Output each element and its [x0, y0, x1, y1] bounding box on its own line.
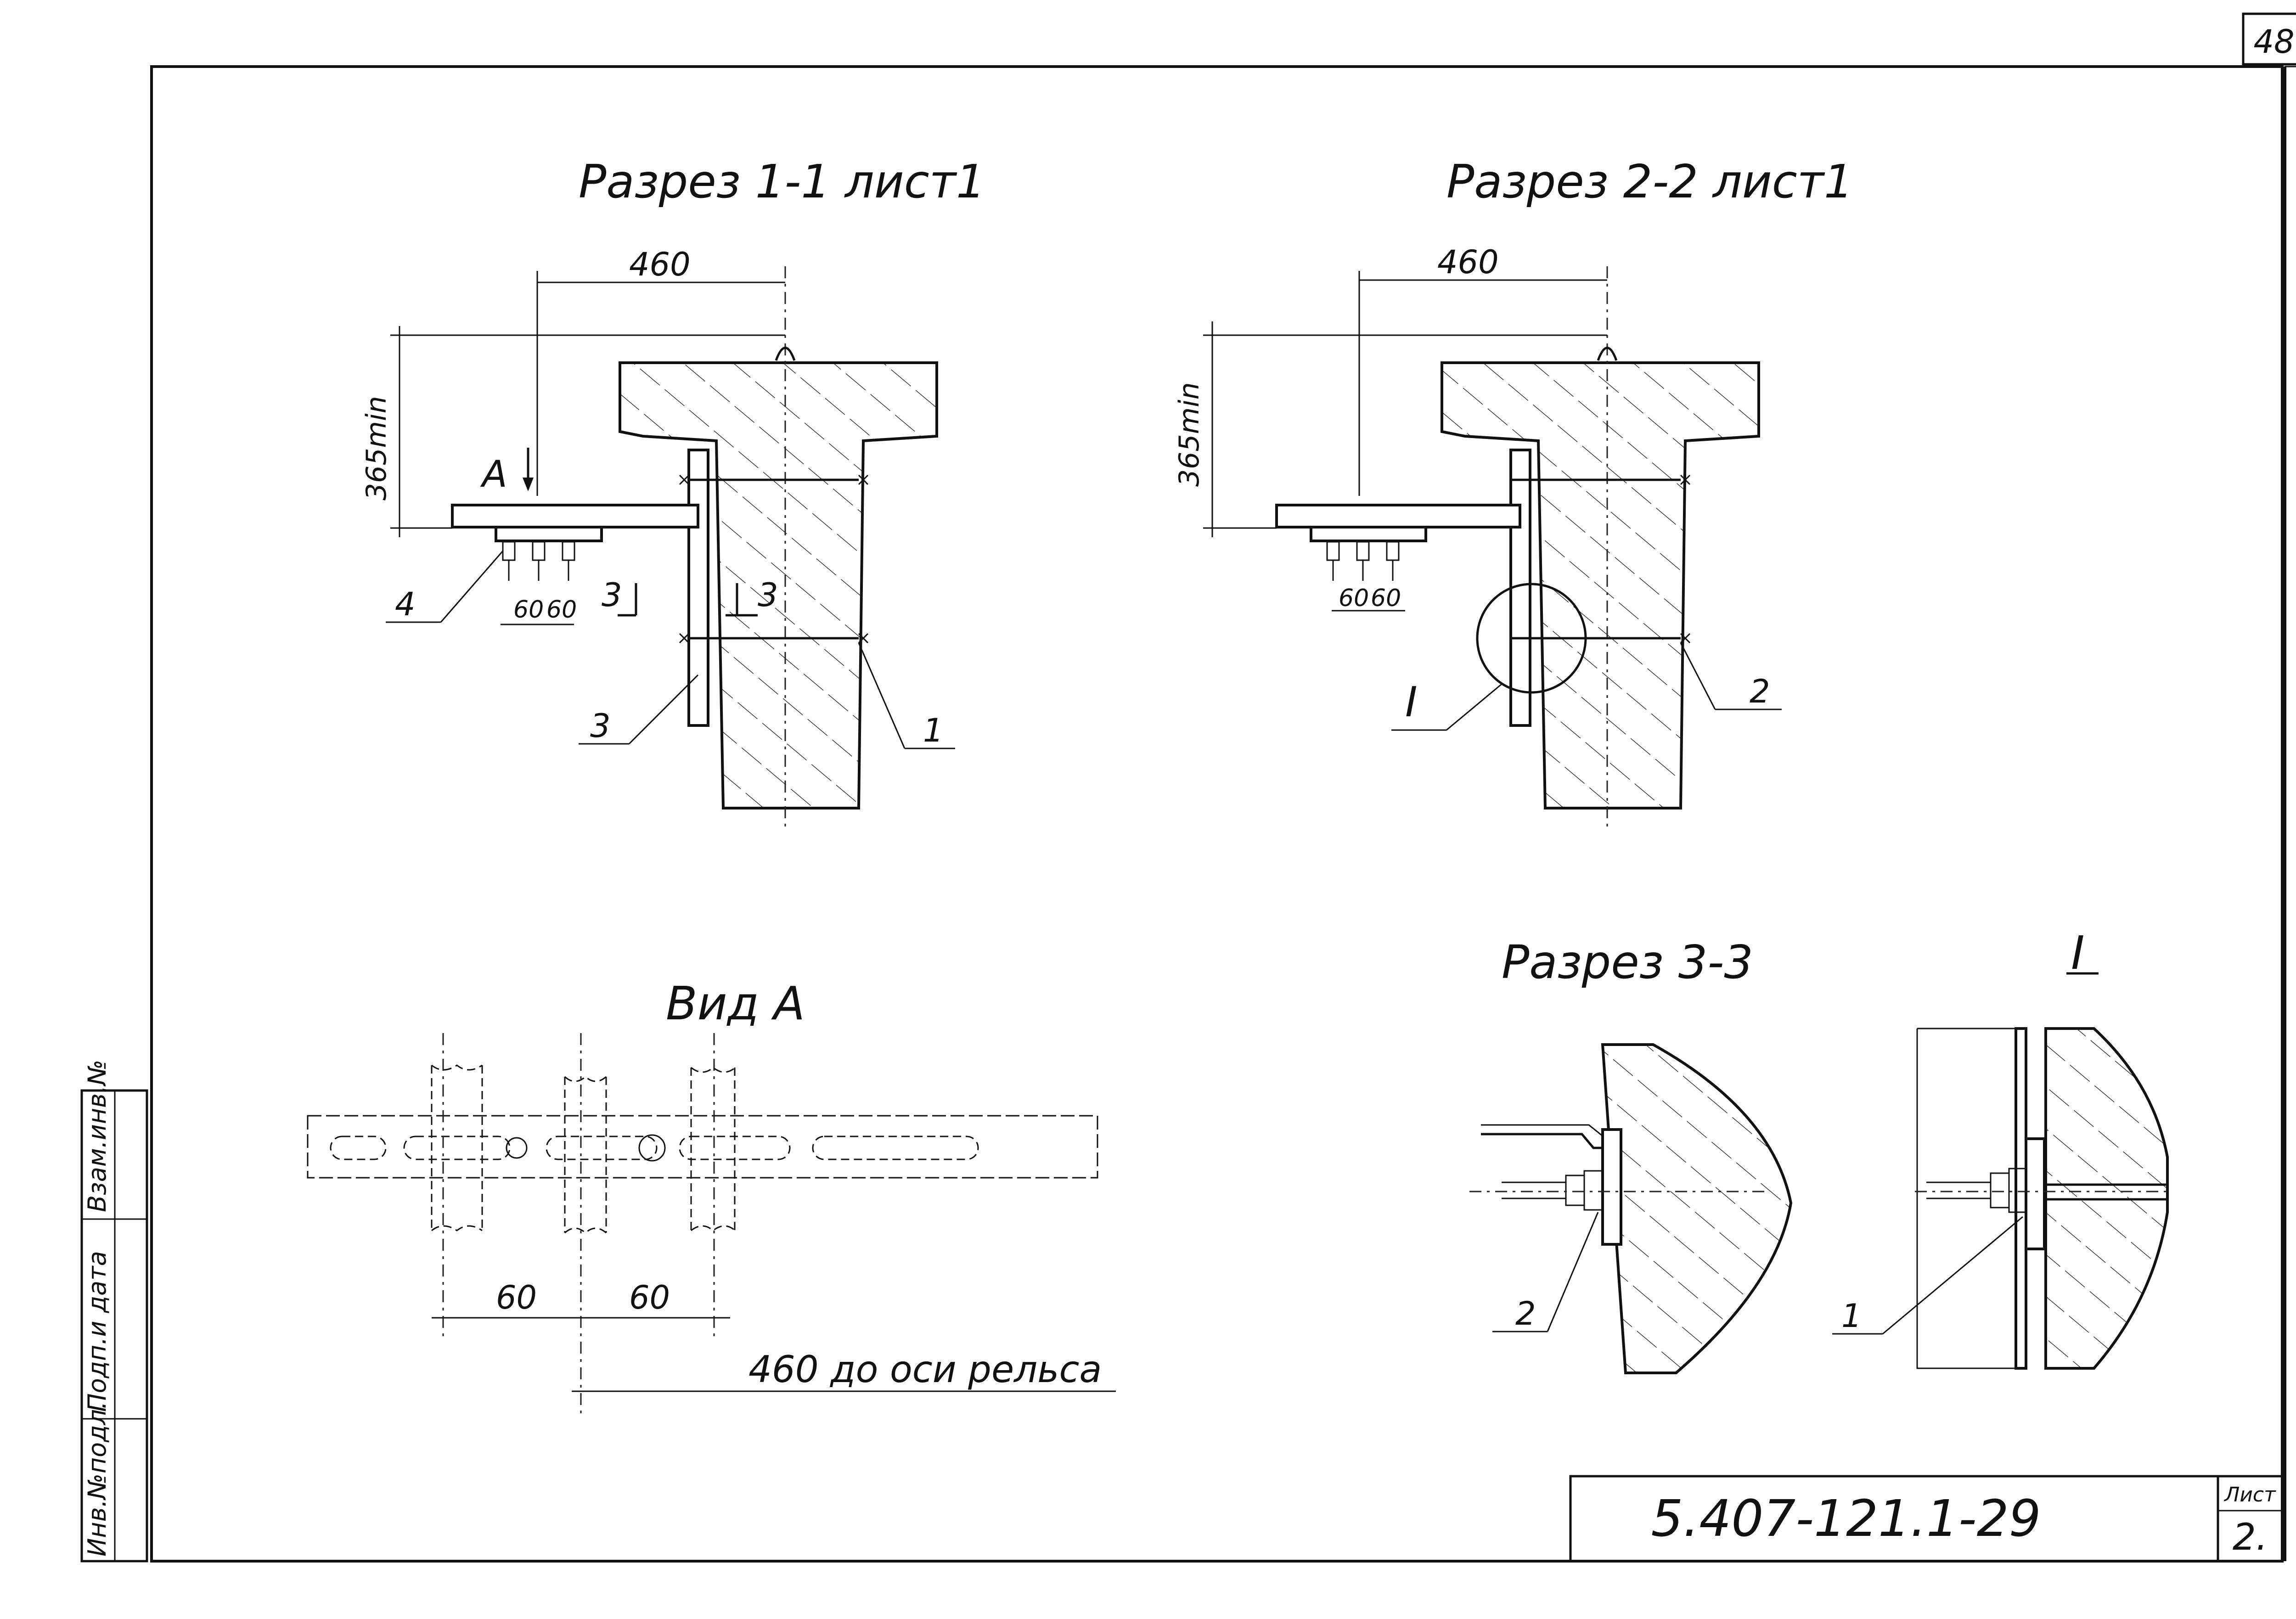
s2-dim-460: 460 — [1437, 243, 1499, 281]
detail-pos-1: 1 — [1841, 1297, 1862, 1335]
title-block: 5.407-121.1-29 Лист 2. — [1569, 1475, 2284, 1563]
side-stamp-inventory: Инв.№подл. — [83, 1401, 112, 1557]
va-dim-60b: 60 — [629, 1279, 670, 1316]
sheet-number: 48 — [2253, 23, 2294, 61]
s1-pos-4: 4 — [395, 585, 416, 623]
s2-dim-365: 365min — [1173, 382, 1205, 487]
rail-2-2 — [1597, 347, 1618, 361]
s1-dim-365: 365min — [360, 396, 393, 500]
view-a-title: Вид А — [666, 977, 805, 1030]
s1-cut-right: 3 — [758, 576, 778, 614]
detail-i: I 1 — [1832, 926, 2169, 1370]
s2-pos-2: 2 — [1750, 673, 1770, 710]
side-stamp-replaced: Взам.инв.№ — [83, 1060, 112, 1212]
s3-pos-2: 2 — [1515, 1295, 1536, 1332]
s2-detail-marker: I — [1405, 678, 1418, 726]
beam-3-3 — [1601, 1043, 1793, 1374]
va-dim-60a: 60 — [496, 1279, 537, 1316]
side-stamp-signature: Подп.и дата — [83, 1251, 112, 1412]
view-a: Вид А 60 60 460 до оси рельса — [307, 977, 1116, 1414]
s1-dim-460: 460 — [629, 246, 691, 283]
sheet-number-box: 48 — [2242, 12, 2296, 66]
section-3-3: Разрез 3-3 2 — [1469, 935, 1793, 1374]
section-1-1: Разрез 1-1 лист1 460 365min 60 60 А — [360, 155, 985, 826]
section-2-2-title: Разрез 2-2 лист1 — [1446, 155, 1853, 208]
beam-2-2 — [1441, 361, 1760, 810]
sheet-value: 2. — [2233, 1516, 2268, 1558]
document-code: 5.407-121.1-29 — [1651, 1489, 2041, 1548]
s1-pos-3: 3 — [590, 707, 611, 745]
s2-dim-60b: 60 — [1371, 585, 1401, 612]
s1-dim-60a: 60 — [513, 596, 544, 624]
rail-1-1 — [775, 347, 796, 361]
s2-dim-60a: 60 — [1339, 585, 1369, 612]
detail-i-title: I — [2071, 926, 2085, 980]
side-stamp: Взам.инв.№ Подп.и дата Инв.№подл. — [80, 1060, 148, 1563]
sheet-label: Лист — [2223, 1483, 2276, 1507]
s1-dim-60b: 60 — [546, 596, 577, 624]
sheet-frame — [150, 65, 2296, 1563]
s1-cut-left: 3 — [602, 576, 622, 614]
section-2-2: Разрез 2-2 лист1 460 365min 60 60 2 I — [1173, 155, 1853, 826]
beam-1-1 — [619, 361, 938, 810]
section-3-3-title: Разрез 3-3 — [1502, 935, 1753, 989]
va-dim-rail-axis: 460 до оси рельса — [748, 1348, 1102, 1391]
s1-marker-a: А — [480, 453, 507, 495]
section-1-1-title: Разрез 1-1 лист1 — [579, 155, 985, 208]
s1-pos-1: 1 — [923, 712, 944, 749]
